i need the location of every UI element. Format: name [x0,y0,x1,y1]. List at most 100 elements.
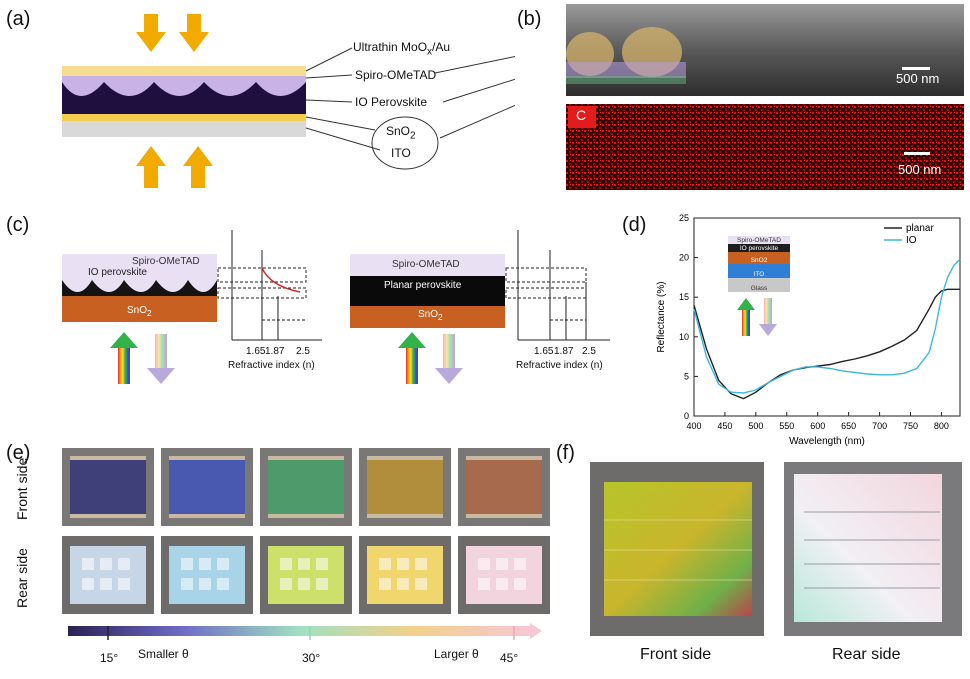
tick-1.65-left: 1.65 [246,346,266,357]
row-label-rear: Rear side [14,548,30,608]
sno2-ito-ellipse [371,116,439,170]
rear-device-5 [466,546,542,604]
label-ito: ITO [391,146,411,160]
electrode-strip [70,514,146,518]
axis-label-left: Refractive index (n) [228,360,315,371]
reflected-light-arrow-icon [764,298,772,324]
panel-b-sem [566,4,964,190]
pixel-pad [415,578,427,590]
label-io-perovskite-left: IO perovskite [88,267,147,278]
pixel-pad [82,578,94,590]
planar-perovskite-layer [350,276,505,306]
axis-label-right: Refractive index (n) [516,360,603,371]
y-tick-label: 20 [679,253,689,263]
panel-e-photos [62,448,550,614]
scale-bar [902,67,930,70]
row-label-front: Front side [14,457,30,520]
scale-bar [904,152,930,155]
pixel-pad [379,578,391,590]
y-tick-label: 0 [684,411,689,421]
electrode-strip [169,514,245,518]
pixel-pad [199,558,211,570]
x-tick-label: 800 [934,421,949,431]
inset-layer-label: SnO2 [751,257,768,264]
panel-label-a: (a) [6,8,31,30]
panel-f-photos [590,462,962,636]
panel-label-d: (d) [622,214,647,236]
series-line-io [693,258,961,394]
x-tick-label: 750 [903,421,918,431]
electrode-strip [268,456,344,460]
panel-label-b: (b) [517,8,542,30]
pixel-pad [199,578,211,590]
element-tag-box [568,106,596,128]
pixel-pad [415,558,427,570]
broadband-light-arrow-icon [110,332,175,384]
label-planar-perovskite: Planar perovskite [384,280,462,291]
x-tick-label: 600 [810,421,825,431]
inset-layer [728,236,790,244]
pixel-pad [118,578,130,590]
rear-device-2 [169,546,245,604]
rear-device-1 [70,546,146,604]
label-sno2: SnO2 [386,124,416,142]
label-spiro: Spiro-OMeTAD [355,68,437,82]
inset-layer [728,244,790,252]
pixel-pad [379,558,391,570]
front-device-2 [169,458,245,516]
broadband-light-arrow-icon [398,332,463,384]
electrode-strip [367,456,443,460]
front-device-4 [367,458,443,516]
pixel-pad [514,578,526,590]
colorbar-tick-45: 45° [500,651,519,665]
panel-a-schematic [62,14,515,188]
pixel-pad [478,558,490,570]
sno2-layer [350,306,505,328]
label-sno2-left: SnO2 [127,305,152,318]
x-tick-label: 500 [748,421,763,431]
pixel-pad [397,558,409,570]
pixel-pad [181,578,193,590]
inset-layer-label: Spiro-OMeTAD [737,237,781,244]
arrow-head [737,298,755,310]
electrode-strip [169,456,245,460]
x-tick-label: 650 [841,421,856,431]
electrode-strip [466,456,542,460]
rear-device-4 [367,546,443,604]
pixel-pad [496,578,508,590]
pixel-pad [316,558,328,570]
tick-1.87-left: 1.87 [265,346,285,357]
rear-device-3 [268,546,344,604]
front-side-device [604,482,752,616]
inset-layer-label: IO perovskite [740,245,779,252]
colorbar-larger: Larger θ [434,647,479,661]
io-perovskite-layer [62,82,306,116]
tick-2.5-left: 2.5 [296,346,310,357]
x-axis-label: Wavelength (nm) [789,436,865,447]
light-arrow-down-icon [136,14,209,52]
colorbar-tick-15: 15° [100,651,119,665]
inset-layer [728,252,790,264]
pixel-pad [496,558,508,570]
panel-label-c: (c) [6,214,30,236]
x-tick-label: 400 [686,421,701,431]
y-tick-label: 25 [679,213,689,223]
eds-map-image [566,104,964,190]
pixel-pad [118,558,130,570]
pixel-pad [181,558,193,570]
pixel-pad [82,558,94,570]
moox-au-layer [62,66,306,76]
label-spiro-right: Spiro-OMeTAD [392,259,460,270]
colorbar-smaller: Smaller θ [138,647,189,661]
pixel-pad [217,558,229,570]
y-tick-label: 10 [679,332,689,342]
spiro-layer [350,254,505,276]
electrode-strip [70,456,146,460]
y-tick-label: 15 [679,292,689,302]
inset-layer [728,264,790,278]
inset-layer-label: Glass [751,285,768,292]
scale-label-top: 500 nm [896,71,940,86]
caption-front-side: Front side [640,646,712,663]
light-arrow-up-icon [136,146,213,188]
